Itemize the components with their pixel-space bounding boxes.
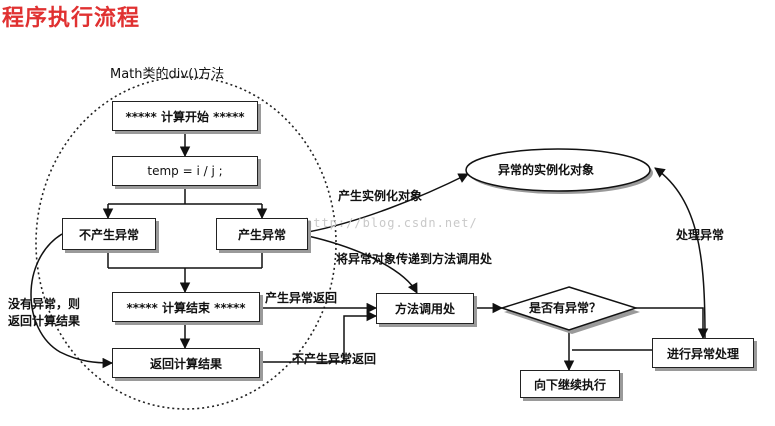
node-continue: 向下继续执行 (520, 370, 620, 398)
edge-decision-handle (636, 307, 709, 340)
node-start: ***** 计算开始 ***** (112, 101, 258, 131)
edge-handle-instance (654, 167, 706, 339)
edge-exception-instance (307, 173, 469, 233)
scope-label: Math类的div()方法 (110, 67, 225, 82)
label-no-exception-return: 不产生异常返回 (292, 352, 377, 366)
node-end: ***** 计算结束 ***** (112, 292, 260, 322)
edge-exception-caller (307, 235, 418, 294)
watermark: http://blog.csdn.net/ (305, 216, 478, 230)
label-exception-return: 产生异常返回 (265, 291, 338, 305)
node-temp: temp = i / j ; (112, 156, 258, 186)
label-handle-exception: 处理异常 (676, 228, 725, 242)
node-exception: 产生异常 (216, 218, 308, 250)
node-return-result: 返回计算结果 (112, 348, 260, 378)
node-instance-label: 异常的实例化对象 (498, 163, 595, 177)
node-no-exception: 不产生异常 (62, 218, 156, 250)
node-call-site: 方法调用处 (376, 293, 474, 324)
decision-diamond (499, 286, 639, 331)
label-pass-to-caller: 将异常对象传递到方法调用处 (336, 252, 493, 266)
edge-no-exception-return (30, 233, 114, 369)
edge-return-caller (260, 310, 378, 363)
label-no-exception-line1: 没有异常，则 (8, 297, 81, 311)
node-decision-label: 是否有异常？ (529, 301, 602, 315)
node-handle: 进行异常处理 (652, 338, 754, 368)
instance-ellipse (465, 148, 651, 192)
label-create-instance: 产生实例化对象 (338, 189, 423, 203)
page-title: 程序执行流程 (2, 5, 141, 31)
label-no-exception-line2: 返回计算结果 (8, 314, 81, 328)
